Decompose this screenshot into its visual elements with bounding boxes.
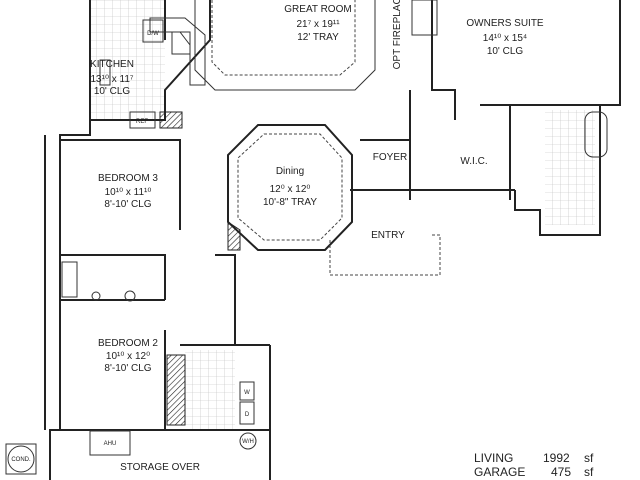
ahu	[89, 430, 131, 456]
room-bedroom3: BEDROOM 3 10¹⁰ x 11¹⁰ 8'-10' CLG	[98, 173, 158, 210]
room-wic: W.I.C.	[460, 156, 487, 167]
sink	[171, 31, 191, 55]
fireplace-label: OPT FIREPLACE	[392, 0, 403, 69]
condenser-fan	[7, 445, 35, 473]
svg-text:10' CLG: 10' CLG	[487, 46, 524, 57]
dryer-label: D	[245, 412, 250, 418]
svg-text:8'-10' CLG: 8'-10' CLG	[104, 199, 151, 210]
toilet	[91, 291, 101, 301]
dishwasher	[142, 19, 164, 43]
interior-walls	[60, 0, 600, 430]
dryer	[239, 401, 255, 425]
svg-text:sf: sf	[584, 451, 594, 465]
bath-floor	[545, 110, 595, 225]
water-heater	[239, 432, 257, 450]
room-great-room: GREAT ROOM 21⁷ x 19¹¹ 12' TRAY	[284, 4, 351, 43]
entry-porch	[329, 234, 441, 276]
fireplace	[411, 0, 438, 36]
refrigerator-label: REF	[136, 119, 148, 125]
svg-text:10¹⁰ x 11¹⁰: 10¹⁰ x 11¹⁰	[105, 187, 152, 198]
svg-text:12⁰ x 12⁰: 12⁰ x 12⁰	[270, 184, 311, 195]
svg-text:GARAGE: GARAGE	[474, 465, 525, 479]
great-room-tray-inner	[211, 0, 356, 76]
svg-text:475: 475	[551, 465, 571, 479]
room-storage: STORAGE OVER	[120, 462, 200, 473]
bedroom2-closet-wall	[166, 354, 186, 426]
washer-label: W	[244, 390, 250, 396]
room-foyer: FOYER	[373, 152, 407, 163]
svg-text:1992: 1992	[543, 451, 570, 465]
dining-column	[227, 221, 241, 251]
room-entry: ENTRY	[371, 230, 405, 241]
svg-text:BEDROOM 2: BEDROOM 2	[98, 338, 158, 349]
svg-text:8'-10' CLG: 8'-10' CLG	[104, 363, 151, 374]
condenser	[5, 443, 37, 475]
svg-text:10'-8" TRAY: 10'-8" TRAY	[263, 197, 317, 208]
svg-text:KITCHEN: KITCHEN	[90, 59, 134, 70]
svg-text:sf: sf	[584, 465, 594, 479]
svg-text:13¹⁰ x 11⁷: 13¹⁰ x 11⁷	[90, 74, 133, 85]
pantry-wall	[159, 111, 183, 129]
svg-text:12' TRAY: 12' TRAY	[297, 32, 339, 43]
kitchen-counter	[149, 17, 206, 86]
svg-text:14¹⁰ x 15⁴: 14¹⁰ x 15⁴	[483, 33, 527, 44]
tub	[61, 261, 78, 298]
dining-tray	[237, 133, 343, 241]
svg-text:10' CLG: 10' CLG	[94, 86, 131, 97]
dining-octagon	[227, 124, 353, 251]
laundry-floor	[185, 350, 235, 430]
dishwasher-label: D/W	[147, 31, 159, 37]
ahu-label: AHU	[104, 441, 117, 447]
sink-bath	[124, 290, 136, 302]
refrigerator	[129, 111, 156, 129]
svg-text:BEDROOM 3: BEDROOM 3	[98, 173, 158, 184]
great-room-tray	[194, 0, 376, 91]
svg-text:21⁷ x 19¹¹: 21⁷ x 19¹¹	[296, 19, 340, 30]
room-dining: Dining 12⁰ x 12⁰ 10'-8" TRAY	[263, 166, 317, 208]
room-kitchen: KITCHEN 13¹⁰ x 11⁷ 10' CLG	[90, 59, 134, 97]
exterior-walls	[44, 0, 621, 480]
svg-text:10¹⁰ x 12⁰: 10¹⁰ x 12⁰	[106, 351, 150, 362]
svg-text:OWNERS SUITE: OWNERS SUITE	[466, 18, 544, 29]
owners-tub	[584, 111, 608, 158]
room-owners-suite: OWNERS SUITE 14¹⁰ x 15⁴ 10' CLG	[466, 18, 544, 57]
washer	[239, 381, 255, 401]
svg-text:GREAT ROOM: GREAT ROOM	[284, 4, 351, 15]
svg-text:Dining: Dining	[276, 166, 304, 177]
water-heater-label: W/H	[242, 439, 254, 445]
range	[99, 59, 111, 86]
svg-text:LIVING: LIVING	[474, 451, 513, 465]
condenser-label: COND.	[11, 457, 31, 463]
area-summary: LIVING 1992 sf GARAGE 475 sf	[474, 451, 594, 479]
room-bedroom2: BEDROOM 2 10¹⁰ x 12⁰ 8'-10' CLG	[98, 338, 158, 374]
